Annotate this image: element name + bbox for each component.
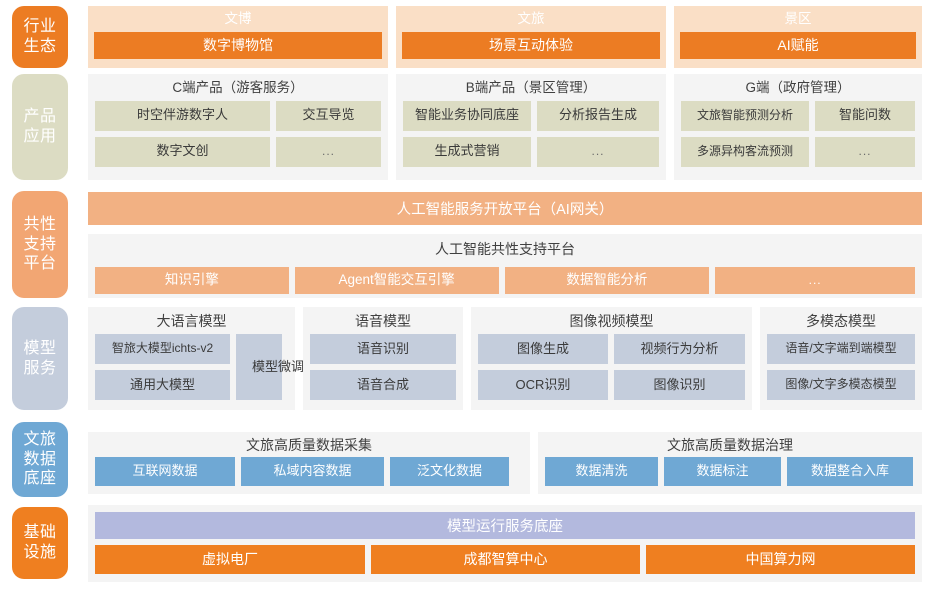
model-tile[interactable]: 通用大模型 (95, 370, 230, 400)
tier-label-model-service: 模型 服务 (12, 307, 68, 410)
tier-label-line: 支持 (23, 235, 57, 253)
data-tile[interactable]: 互联网数据 (95, 457, 235, 486)
model-tile[interactable]: OCR识别 (478, 370, 608, 400)
data-group-collection: 文旅高质量数据采集 互联网数据 私域内容数据 泛文化数据 (88, 432, 530, 494)
tier-label-common-support-platform: 共性 支持 平台 (12, 191, 68, 298)
tier-label-line: 基础 (23, 524, 57, 542)
model-group-speech: 语音模型 语音识别 语音合成 (303, 307, 463, 410)
ecosystem-card-bar[interactable]: 场景互动体验 (402, 31, 660, 59)
tier-label-line: 产品 (23, 108, 57, 126)
product-tile[interactable]: 生成式营销 (403, 136, 531, 167)
model-group-multimodal: 多模态模型 语音/文字端到端模型 图像/文字多模态模型 (760, 307, 922, 410)
runtime-service-bar[interactable]: 模型运行服务底座 (95, 512, 915, 539)
data-group-governance: 文旅高质量数据治理 数据清洗 数据标注 数据整合入库 (538, 432, 922, 494)
ecosystem-card-wenlv[interactable]: 文旅 场景互动体验 (396, 6, 666, 68)
tier-label-infrastructure: 基础 设施 (12, 507, 68, 579)
ecosystem-card-title: 文博 (224, 11, 252, 26)
product-tile[interactable]: 多源异构客流预测 (681, 136, 809, 167)
data-group-title: 文旅高质量数据治理 (667, 437, 793, 453)
model-tile[interactable]: 智旅大模型ichts-v2 (95, 334, 230, 364)
model-group-title: 大语言模型 (156, 313, 227, 329)
product-tile[interactable]: 时空伴游数字人 (95, 100, 270, 131)
product-tile-more[interactable]: ... (537, 136, 659, 167)
data-tile[interactable]: 私域内容数据 (241, 457, 384, 486)
product-group-b-end: B端产品（景区管理） 智能业务协同底座 分析报告生成 生成式营销 ... (396, 74, 666, 180)
tier-label-line: 行业 (23, 18, 57, 36)
tier-label-line: 应用 (23, 128, 57, 145)
tier-label-line: 底座 (23, 470, 57, 488)
data-tile[interactable]: 数据整合入库 (787, 457, 913, 486)
model-tile[interactable]: 图像/文字多模态模型 (767, 370, 915, 400)
ecosystem-card-bar[interactable]: AI赋能 (680, 31, 916, 59)
product-tile-more[interactable]: ... (276, 136, 381, 167)
model-tile-finetune[interactable]: 模型微调 (236, 334, 305, 400)
ecosystem-card-jingqu[interactable]: 景区 AI赋能 (674, 6, 922, 68)
model-group-title: 多模态模型 (806, 313, 876, 329)
ai-gateway-bar[interactable]: 人工智能服务开放平台（AI网关） (88, 192, 922, 225)
ecosystem-card-bar[interactable]: 数字博物馆 (94, 31, 382, 59)
tier-label-tourism-data-base: 文旅 数据 底座 (12, 422, 68, 497)
product-tile[interactable]: 智能业务协同底座 (403, 100, 531, 131)
product-group-title: C端产品（游客服务） (172, 80, 304, 95)
ecosystem-card-wenbo[interactable]: 文博 数字博物馆 (88, 6, 388, 68)
model-tile[interactable]: 语音/文字端到端模型 (767, 334, 915, 364)
platform-tile-more[interactable]: ... (715, 267, 915, 294)
product-tile[interactable]: 智能问数 (815, 100, 915, 131)
product-tile-more[interactable]: ... (815, 136, 915, 167)
infrastructure-tile-chengdu-computing-center[interactable]: 成都智算中心 (371, 545, 640, 574)
tier-label-product-application: 产品 应用 (12, 74, 68, 180)
ecosystem-card-title: 文旅 (517, 11, 545, 26)
product-tile[interactable]: 文旅智能预测分析 (681, 100, 809, 131)
infrastructure-tile-china-computing-network[interactable]: 中国算力网 (646, 545, 915, 574)
common-support-platform-panel: 人工智能共性支持平台 知识引擎 Agent智能交互引擎 数据智能分析 ... (88, 234, 922, 298)
model-group-title: 图像视频模型 (569, 313, 654, 329)
product-tile[interactable]: 数字文创 (95, 136, 270, 167)
infrastructure-tile-virtual-power-plant[interactable]: 虚拟电厂 (95, 545, 365, 574)
tier-label-line: 设施 (23, 544, 57, 561)
product-group-title: B端产品（景区管理） (465, 80, 597, 95)
tier-label-line: 生态 (23, 38, 57, 55)
product-group-g-end: G端（政府管理） 文旅智能预测分析 智能问数 多源异构客流预测 ... (674, 74, 922, 180)
data-tile[interactable]: 数据标注 (664, 457, 781, 486)
data-tile[interactable]: 数据清洗 (545, 457, 658, 486)
product-group-c-end: C端产品（游客服务） 时空伴游数字人 交互导览 数字文创 ... (88, 74, 388, 180)
tier-label-line: 文旅 (23, 431, 57, 449)
product-tile[interactable]: 分析报告生成 (537, 100, 659, 131)
infrastructure-panel: 模型运行服务底座 虚拟电厂 成都智算中心 中国算力网 (88, 505, 922, 582)
model-tile[interactable]: 语音识别 (310, 334, 456, 364)
product-tile[interactable]: 交互导览 (276, 100, 381, 131)
tier-label-line: 数据 (23, 450, 57, 468)
model-group-title: 语音模型 (355, 313, 411, 329)
platform-tile-data-analysis[interactable]: 数据智能分析 (504, 267, 710, 294)
tier-label-line: 平台 (23, 255, 57, 273)
ecosystem-card-title: 景区 (784, 11, 812, 26)
tier-label-line: 服务 (23, 359, 57, 377)
model-group-llm: 大语言模型 智旅大模型ichts-v2 通用大模型 模型微调 (88, 307, 305, 410)
tier-label-line: 共性 (23, 216, 57, 234)
tier-label-line: 模型 (23, 339, 57, 357)
model-tile[interactable]: 图像生成 (478, 334, 608, 364)
model-tile-finetune-label: 模型微调 (252, 358, 305, 374)
product-group-title: G端（政府管理） (745, 80, 851, 95)
platform-tile-agent-engine[interactable]: Agent智能交互引擎 (294, 267, 499, 294)
common-platform-title: 人工智能共性支持平台 (435, 241, 575, 257)
model-tile[interactable]: 视频行为分析 (614, 334, 745, 364)
platform-tile-knowledge-engine[interactable]: 知识引擎 (95, 267, 289, 294)
model-tile[interactable]: 图像识别 (614, 370, 745, 400)
data-tile[interactable]: 泛文化数据 (390, 457, 509, 486)
model-group-image-video: 图像视频模型 图像生成 视频行为分析 OCR识别 图像识别 (471, 307, 752, 410)
data-group-title: 文旅高质量数据采集 (246, 437, 372, 453)
model-tile[interactable]: 语音合成 (310, 370, 456, 400)
tier-label-industry-ecosystem: 行业 生态 (12, 6, 68, 68)
